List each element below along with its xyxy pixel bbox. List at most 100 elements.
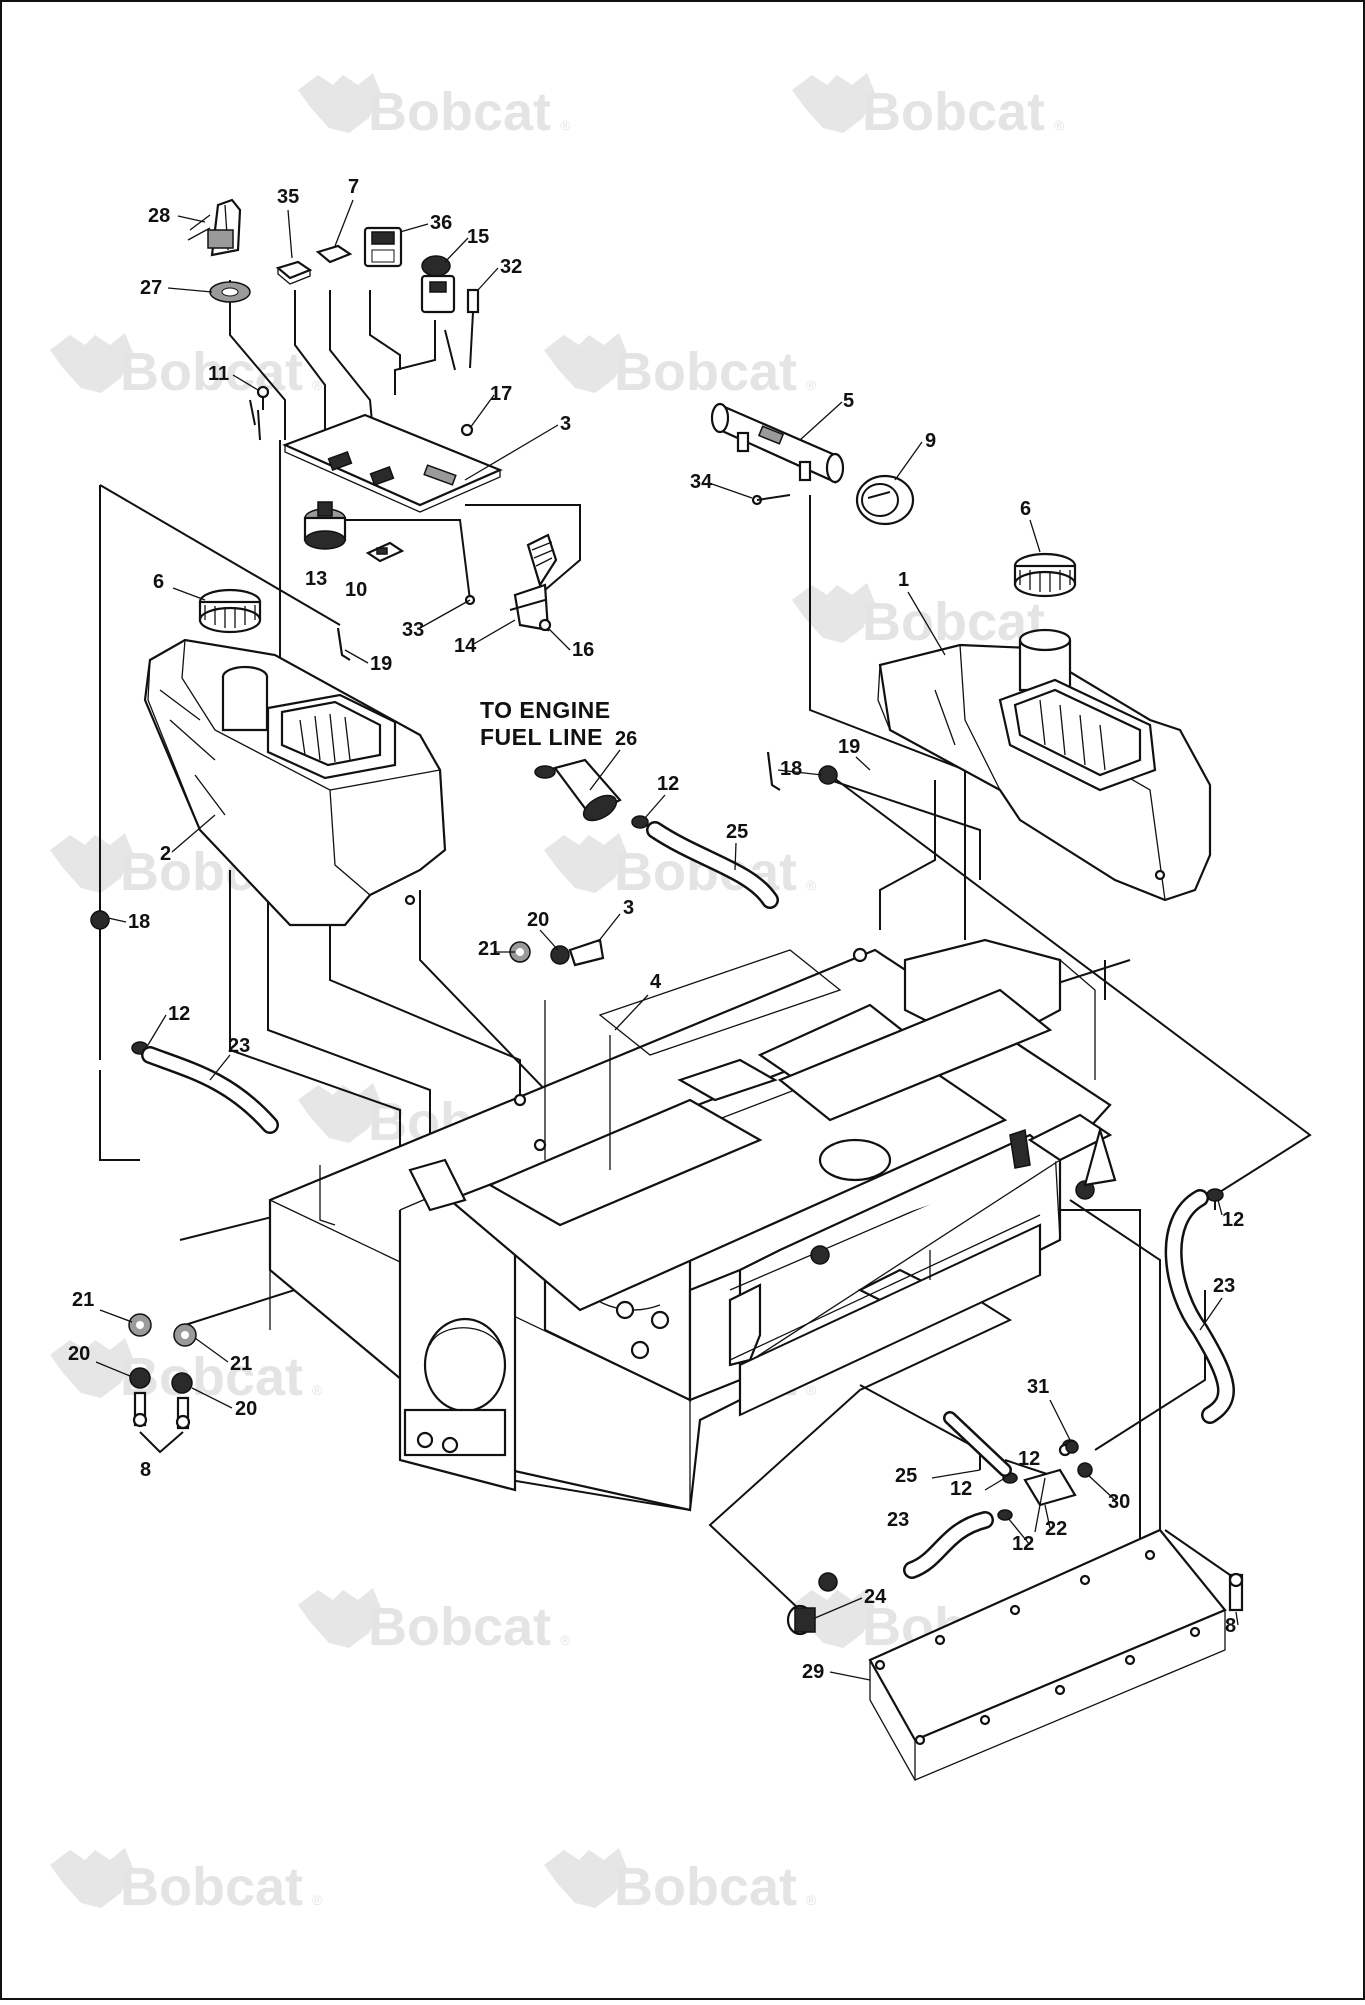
main-frame-chassis xyxy=(268,938,1117,1512)
callout-3-top: 3 xyxy=(560,413,571,435)
bobcat-watermark: Bobcat® xyxy=(50,1848,323,1917)
sender-gasket xyxy=(209,281,251,303)
callout-19-right: 19 xyxy=(838,736,860,758)
callout-21-br: 21 xyxy=(230,1353,252,1375)
breather-cap xyxy=(855,474,915,526)
hydraulic-reservoir-tube xyxy=(710,402,845,484)
callout-6-left: 6 xyxy=(153,571,164,593)
callout-30: 30 xyxy=(1108,1491,1130,1513)
quick-coupler xyxy=(786,1604,816,1636)
watermark-text: Bobcat xyxy=(368,1597,551,1657)
callout-27: 27 xyxy=(140,277,162,299)
watermark-text: Bobcat xyxy=(368,82,551,142)
watermark-registered-mark: ® xyxy=(806,1382,817,1398)
bobcat-logo-icon xyxy=(792,1588,875,1648)
lens-cover xyxy=(315,244,353,264)
fuel-gauge-sender xyxy=(187,198,242,257)
callout-leaders xyxy=(95,199,1239,1681)
callout-18-left: 18 xyxy=(128,911,150,933)
callout-28: 28 xyxy=(148,205,170,227)
fuel-filter xyxy=(534,758,622,822)
fuel-cap-right xyxy=(1013,552,1077,598)
callout-15: 15 xyxy=(467,226,489,248)
bobcat-logo-icon xyxy=(298,73,381,133)
callout-8-right: 8 xyxy=(1225,1615,1236,1637)
callout-35: 35 xyxy=(277,186,299,208)
callout-19-left: 19 xyxy=(370,653,392,675)
callout-23-bottom: 23 xyxy=(887,1509,909,1531)
engine-fuel-note-line1: TO ENGINE xyxy=(480,697,611,723)
watermark-registered-mark: ® xyxy=(560,1632,571,1648)
watermark-registered-mark: ® xyxy=(312,377,323,393)
callout-25-bottom: 25 xyxy=(895,1465,917,1487)
bobcat-logo-icon xyxy=(792,583,875,643)
bobcat-logo-icon xyxy=(544,1848,627,1908)
panel-screw xyxy=(256,385,474,437)
bobcat-logo-icon xyxy=(50,333,133,393)
bobcat-logo-icon xyxy=(544,833,627,893)
hour-meter-pin xyxy=(466,288,480,369)
bottom-guard-plate xyxy=(868,1528,1227,1781)
watermark-registered-mark: ® xyxy=(806,377,817,393)
watermark-text: Bobcat xyxy=(862,592,1045,652)
callout-12-left: 12 xyxy=(168,1003,190,1025)
bobcat-logo-icon xyxy=(50,833,133,893)
callout-13: 13 xyxy=(305,568,327,590)
bobcat-logo-icon xyxy=(544,333,627,393)
callout-26: 26 xyxy=(615,728,637,750)
callout-12-filter: 12 xyxy=(657,773,679,795)
bobcat-watermark: Bobcat ® xyxy=(544,1848,817,1917)
callout-14: 14 xyxy=(454,635,477,657)
callout-12-valve: 12 xyxy=(1018,1448,1040,1470)
watermark-registered-mark: ® xyxy=(312,1382,323,1398)
callout-23-right: 23 xyxy=(1213,1275,1235,1297)
bobcat-logo-icon xyxy=(298,1083,381,1143)
callout-12-right: 12 xyxy=(1222,1209,1244,1231)
hardware-washers xyxy=(90,765,1244,1612)
watermark-text: Bobcat xyxy=(862,82,1045,142)
callout-31: 31 xyxy=(1027,1376,1049,1398)
callout-16: 16 xyxy=(572,639,594,661)
watermark-text: Bobcat xyxy=(614,1857,797,1917)
bobcat-watermark: Bobcat® xyxy=(298,73,571,142)
callout-12-mid: 12 xyxy=(950,1478,972,1500)
callout-labels: 28 35 7 36 15 32 27 11 17 3 13 10 33 14 … xyxy=(68,176,1244,1683)
watermark-text: Bobcat xyxy=(120,1857,303,1917)
callout-12-low: 12 xyxy=(1012,1533,1034,1555)
watermark-registered-mark: ® xyxy=(1054,117,1065,133)
callout-21-top: 21 xyxy=(478,938,500,960)
engine-fuel-note-line2: FUEL LINE xyxy=(480,724,603,750)
callout-6-right: 6 xyxy=(1020,498,1031,520)
callout-3-mid: 3 xyxy=(623,897,634,919)
callout-11: 11 xyxy=(208,363,229,385)
panel-plug xyxy=(365,541,405,563)
watermark-text: Bobcat xyxy=(120,342,303,402)
callout-22: 22 xyxy=(1045,1518,1067,1540)
rocker-switch xyxy=(363,226,403,268)
watermark-registered-mark: ® xyxy=(806,877,817,893)
throttle-lever xyxy=(464,533,558,632)
callout-17: 17 xyxy=(490,383,512,405)
callout-25-top: 25 xyxy=(726,821,748,843)
bobcat-logo-icon xyxy=(50,1848,133,1908)
indicator-lamp xyxy=(275,260,313,285)
callout-20-bl: 20 xyxy=(68,1343,90,1365)
callout-21-bl: 21 xyxy=(72,1289,94,1311)
fuel-cap-left xyxy=(198,588,262,634)
fuel-tank-left xyxy=(143,638,447,927)
bobcat-watermark: Bobcat ® xyxy=(792,73,1065,142)
callout-29: 29 xyxy=(802,1661,824,1683)
callout-32: 32 xyxy=(500,256,522,278)
callout-4: 4 xyxy=(650,971,662,993)
callout-18-right: 18 xyxy=(780,758,802,780)
fuel-hose xyxy=(141,821,1235,1579)
key-switch xyxy=(303,501,347,550)
callout-5: 5 xyxy=(843,390,854,412)
callout-20-top: 20 xyxy=(527,909,549,931)
fuel-tank-right xyxy=(877,628,1212,902)
push-button-switch xyxy=(420,255,456,314)
watermark-registered-mark: ® xyxy=(806,1892,817,1908)
